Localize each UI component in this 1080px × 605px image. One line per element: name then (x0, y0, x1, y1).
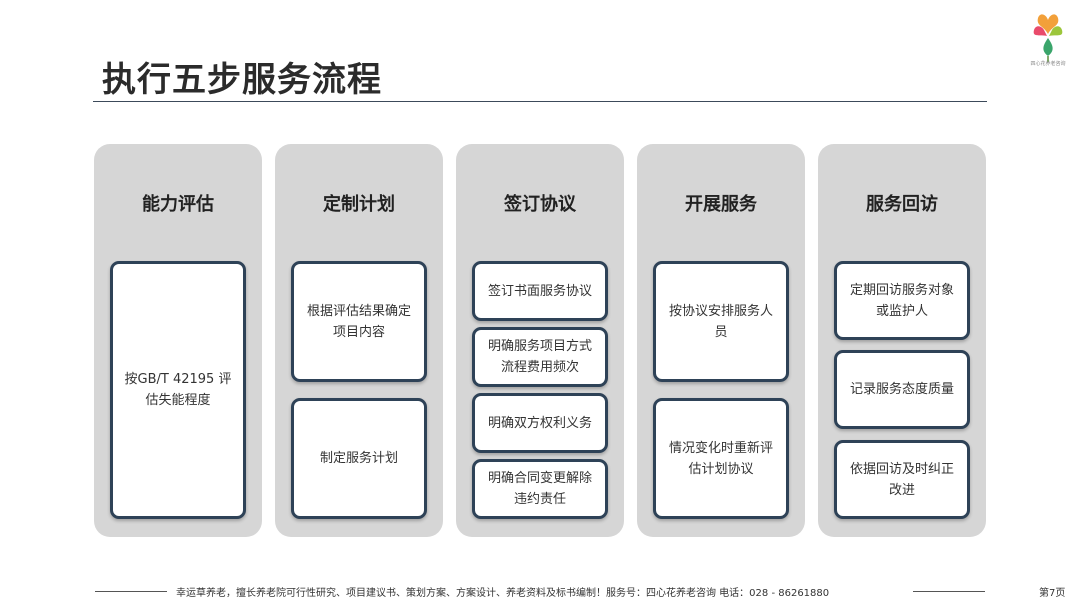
step-2-card-1: 根据评估结果确定项目内容 (291, 261, 427, 382)
step-5-column: 服务回访 定期回访服务对象或监护人 记录服务态度质量 依据回访及时纠正改进 (818, 144, 986, 537)
footer-rule-left (95, 591, 167, 592)
step-2-column: 定制计划 根据评估结果确定项目内容 制定服务计划 (275, 144, 443, 537)
step-5-card-1: 定期回访服务对象或监护人 (834, 261, 970, 340)
step-1-card-1: 按GB/T 42195 评估失能程度 (110, 261, 246, 519)
step-5-card-3: 依据回访及时纠正改进 (834, 440, 970, 519)
logo-caption: 四心花养老咨询 (1030, 61, 1066, 67)
step-3-card-1: 签订书面服务协议 (472, 261, 608, 321)
step-5-heading: 服务回访 (866, 194, 938, 215)
step-2-heading: 定制计划 (323, 194, 395, 215)
step-3-card-4: 明确合同变更解除违约责任 (472, 459, 608, 519)
title-divider (93, 101, 987, 102)
step-2-card-2: 制定服务计划 (291, 398, 427, 519)
step-4-card-2: 情况变化时重新评估计划协议 (653, 398, 789, 519)
step-3-heading: 签订协议 (504, 194, 576, 215)
footer-rule-right (913, 591, 985, 592)
page-title: 执行五步服务流程 (102, 60, 382, 100)
four-heart-flower-logo-icon (1033, 14, 1063, 62)
step-1-column: 能力评估 按GB/T 42195 评估失能程度 (94, 144, 262, 537)
footer-text: 幸运草养老，擅长养老院可行性研究、项目建议书、策划方案、方案设计、养老资料及标书… (176, 588, 830, 599)
page-number: 第7页 (1039, 588, 1066, 599)
step-1-heading: 能力评估 (142, 194, 214, 215)
step-3-card-3: 明确双方权利义务 (472, 393, 608, 453)
step-4-heading: 开展服务 (685, 194, 757, 215)
step-3-card-2: 明确服务项目方式流程费用频次 (472, 327, 608, 387)
process-steps: 能力评估 按GB/T 42195 评估失能程度 定制计划 根据评估结果确定项目内… (94, 144, 986, 537)
step-4-column: 开展服务 按协议安排服务人员 情况变化时重新评估计划协议 (637, 144, 805, 537)
step-3-column: 签订协议 签订书面服务协议 明确服务项目方式流程费用频次 明确双方权利义务 明确… (456, 144, 624, 537)
step-5-card-2: 记录服务态度质量 (834, 350, 970, 429)
step-4-card-1: 按协议安排服务人员 (653, 261, 789, 382)
